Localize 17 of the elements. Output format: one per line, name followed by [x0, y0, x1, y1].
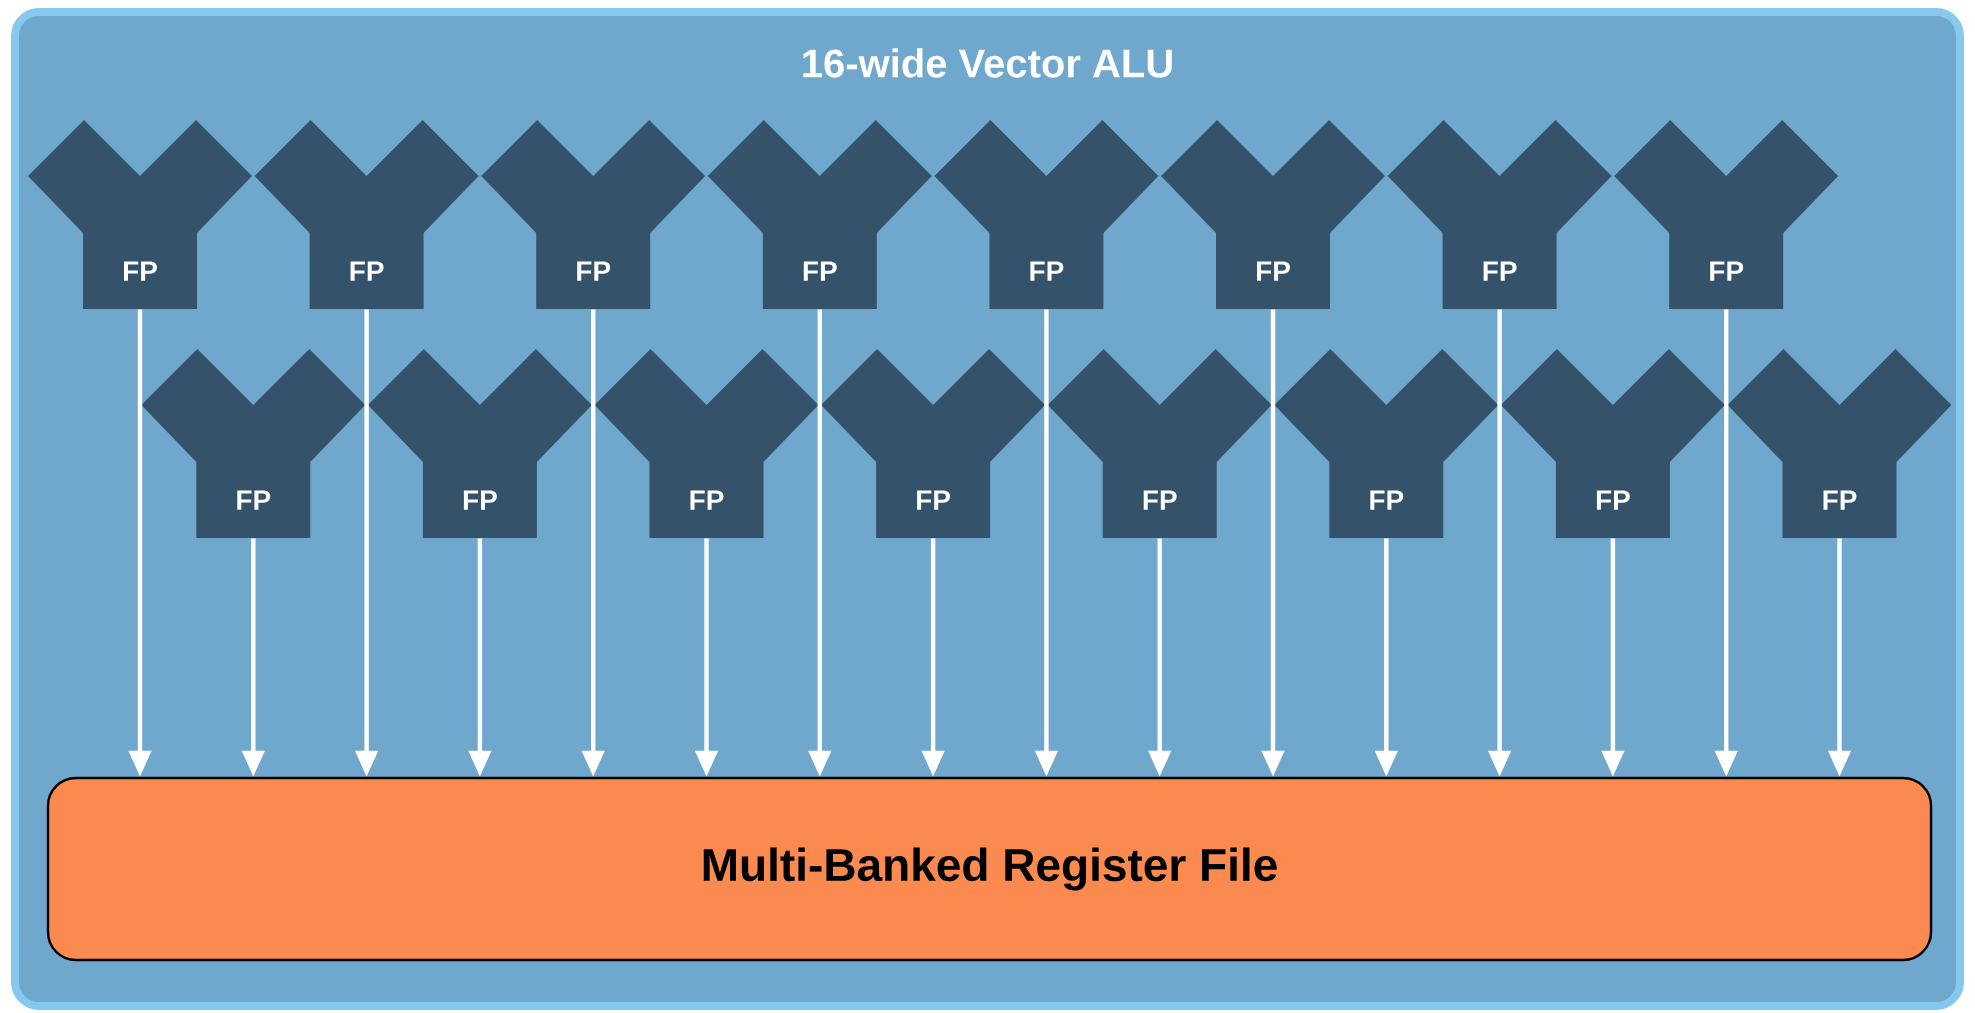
fp-unit: FP — [1500, 349, 1725, 538]
fp-unit: FP — [707, 120, 932, 309]
register-file-box: Multi-Banked Register File — [46, 776, 1933, 962]
fp-unit: FP — [254, 120, 479, 309]
fp-unit: FP — [821, 349, 1046, 538]
fp-unit: FP — [481, 120, 706, 309]
fp-unit: FP — [934, 120, 1159, 309]
fp-unit: FP — [1274, 349, 1499, 538]
fp-unit: FP — [594, 349, 819, 538]
fp-unit: FP — [1387, 120, 1612, 309]
fp-unit: FP — [1047, 349, 1272, 538]
fp-unit: FP — [1161, 120, 1385, 309]
fp-unit: FP — [1614, 120, 1839, 309]
fp-unit: FP — [141, 349, 366, 538]
fp-unit: FP — [367, 349, 592, 538]
fp-unit: FP — [28, 120, 252, 309]
fp-unit: FP — [1727, 349, 1952, 538]
